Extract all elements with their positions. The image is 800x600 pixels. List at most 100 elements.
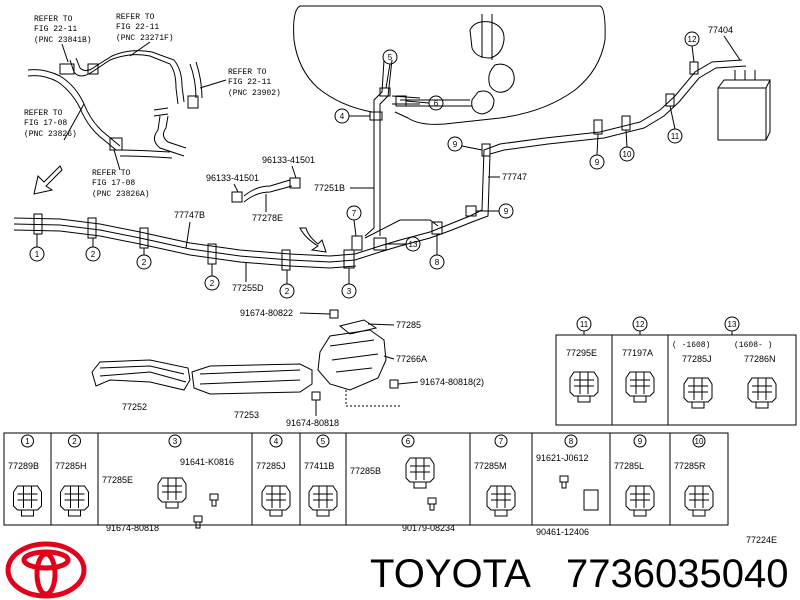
part-number-text: 7736035040 xyxy=(566,552,788,596)
clip-icon xyxy=(60,485,89,517)
label-77747B: 77747B xyxy=(174,210,205,220)
clip-icon xyxy=(625,371,655,403)
callout-circle xyxy=(316,434,330,448)
callout-number: 7 xyxy=(499,437,504,446)
callout-circle xyxy=(564,434,578,448)
clamp-96133-a xyxy=(231,191,243,203)
clip-icon xyxy=(157,477,187,509)
front-arrow xyxy=(33,165,63,195)
svg-text:3: 3 xyxy=(347,287,352,296)
callout-circle xyxy=(168,434,182,448)
canister-top xyxy=(717,79,771,141)
upper-left-hoses xyxy=(27,50,203,159)
bolt-icon xyxy=(559,475,569,489)
clip-icon xyxy=(486,485,516,517)
part-number: 91621-J0612 xyxy=(536,453,589,463)
bottom-cells: 177289B277285H377285E91641-K081691674-80… xyxy=(8,433,714,537)
svg-text:11: 11 xyxy=(671,132,680,141)
label-77255D: 77255D xyxy=(232,283,264,293)
part-cell-7: 7 77285M xyxy=(469,433,516,525)
hose-77278E xyxy=(243,179,293,203)
ref-23271F: REFER TO FIG 22-11 (PNC 23271F) xyxy=(116,13,174,43)
callout-circle xyxy=(401,434,415,448)
label-77278E: 77278E xyxy=(252,213,283,223)
svg-text:2: 2 xyxy=(210,279,215,288)
bolt-icon xyxy=(427,497,437,511)
svg-text:4: 4 xyxy=(340,112,345,121)
direction-arrow xyxy=(299,227,327,253)
svg-text:13: 13 xyxy=(409,240,418,249)
part-number: 77285L xyxy=(614,461,644,471)
svg-text:9: 9 xyxy=(453,140,458,149)
svg-text:77252: 77252 xyxy=(122,402,147,412)
svg-text:2: 2 xyxy=(91,250,96,259)
tank-inner-detail xyxy=(469,21,515,115)
ref-23841B: REFER TO FIG 22-11 (PNC 23841B) xyxy=(34,15,92,45)
main-pipe-bundle xyxy=(13,59,747,269)
label-96133-b: 96133-41501 xyxy=(262,155,315,165)
label-77251B: 77251B xyxy=(314,183,345,193)
callout-circle xyxy=(494,434,508,448)
callout-circle xyxy=(633,434,647,448)
svg-text:2: 2 xyxy=(142,258,147,267)
callout-circle xyxy=(21,434,34,448)
toyota-logo xyxy=(5,541,87,599)
svg-text:6: 6 xyxy=(434,99,439,108)
svg-text:FIG 22-11: FIG 22-11 xyxy=(116,23,159,32)
svg-text:9: 9 xyxy=(504,207,509,216)
label-91674-80818: 91674-80818 xyxy=(286,418,339,428)
svg-text:8: 8 xyxy=(435,258,440,267)
svg-text:FIG 17-08: FIG 17-08 xyxy=(24,119,67,128)
date-note: ( -1608) xyxy=(672,341,710,350)
bolt-icon xyxy=(193,515,203,529)
ref-23826A: REFER TO FIG 17-08 (PNC 23826A) xyxy=(92,169,150,199)
fuel-tank-outline xyxy=(293,5,606,125)
part-number: 77411B xyxy=(304,461,334,471)
svg-text:77253: 77253 xyxy=(234,410,259,420)
part-number: 77285H xyxy=(55,461,87,471)
figure-code: 77224E xyxy=(746,535,777,545)
clip-icon xyxy=(405,457,435,489)
part-number: 77285R xyxy=(674,461,706,471)
clip-icon xyxy=(308,485,338,517)
ref-23902: REFER TO FIG 22-11 (PNC 23902) xyxy=(228,68,281,98)
svg-text:FIG 22-11: FIG 22-11 xyxy=(228,78,271,87)
tank-inner-lines xyxy=(400,14,493,107)
svg-text:FIG 22-11: FIG 22-11 xyxy=(34,25,77,34)
callout-number: 8 xyxy=(569,437,574,446)
svg-text:(PNC 23271F): (PNC 23271F) xyxy=(116,34,174,43)
svg-text:(PNC 23902): (PNC 23902) xyxy=(228,89,281,98)
part-number: 77286N xyxy=(744,354,776,364)
callout-circle xyxy=(692,434,706,448)
callout-number: 3 xyxy=(173,437,178,446)
svg-text:(PNC 23826A): (PNC 23826A) xyxy=(92,190,150,199)
part-number: 77285M xyxy=(474,461,507,471)
svg-text:FIG 17-08: FIG 17-08 xyxy=(92,179,135,188)
protector-77252: 77252 xyxy=(91,359,191,412)
label-77404: 77404 xyxy=(708,25,733,35)
clip-icon xyxy=(683,377,713,409)
grommet-icon xyxy=(583,489,599,511)
parts-box-bottom xyxy=(3,432,729,526)
svg-text:REFER TO: REFER TO xyxy=(24,109,63,118)
callout-number: 12 xyxy=(636,320,645,329)
clip-icon xyxy=(747,377,777,409)
label-91674-80818-2: 91674-80818(2) xyxy=(420,377,484,387)
bolt-icon xyxy=(209,493,219,507)
clip-icon xyxy=(569,371,599,403)
callout-circle xyxy=(269,434,283,448)
part-number: 91674-80818 xyxy=(106,523,159,533)
svg-text:5: 5 xyxy=(388,53,393,62)
clip-icon xyxy=(625,485,655,517)
